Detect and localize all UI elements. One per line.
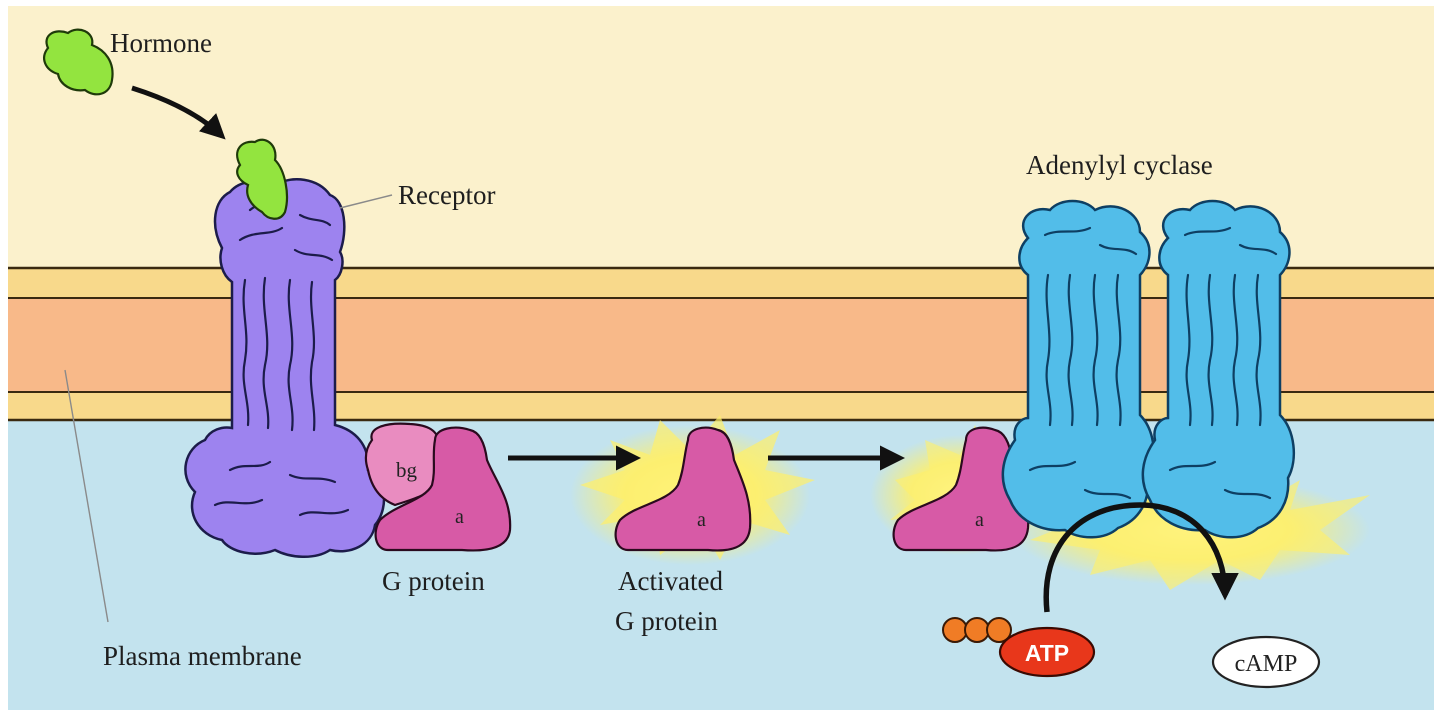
g-protein-label: G protein	[382, 566, 485, 596]
phosphate-1	[942, 617, 968, 643]
adenylyl-cyclase-label: Adenylyl cyclase	[1026, 150, 1213, 180]
activated-g-protein-label-line1: Activated	[618, 566, 723, 596]
alpha-subunit	[374, 426, 512, 552]
receptor-pointer-line	[339, 194, 393, 209]
atp-body	[998, 626, 1096, 678]
plasma-membrane-pointer-line	[64, 369, 109, 623]
atp-molecule: ATP	[942, 617, 1096, 678]
reaction-arrow	[1043, 502, 1239, 613]
hormone-binding-arrow	[131, 85, 226, 140]
camp-body	[1211, 635, 1321, 689]
bound-alpha-subunit	[892, 426, 1030, 552]
activated-alpha-subunit	[614, 426, 752, 552]
g-protein-alpha-bound: a	[892, 426, 1030, 552]
hormone-free	[43, 28, 114, 96]
camp-label: cAMP	[1235, 651, 1298, 677]
receptor-label: Receptor	[398, 180, 495, 210]
phosphate-3	[986, 617, 1012, 643]
hormone-bound	[236, 138, 289, 220]
hormone-label: Hormone	[110, 28, 212, 58]
beta-gamma-label: bg	[396, 458, 418, 482]
adenylyl-cyclase	[1001, 199, 1295, 539]
activated-alpha-label: a	[697, 509, 706, 531]
atp-label: ATP	[1025, 640, 1069, 666]
plasma-membrane-label: Plasma membrane	[103, 641, 302, 671]
bound-alpha-label: a	[975, 509, 984, 531]
g-protein-activated: a	[614, 426, 752, 552]
phosphate-2	[964, 617, 990, 643]
camp-molecule: cAMP	[1211, 635, 1321, 689]
alpha-label: a	[455, 506, 464, 528]
activated-g-protein-label-line2: G protein	[615, 606, 718, 636]
g-protein-inactive: bg a	[364, 422, 512, 552]
